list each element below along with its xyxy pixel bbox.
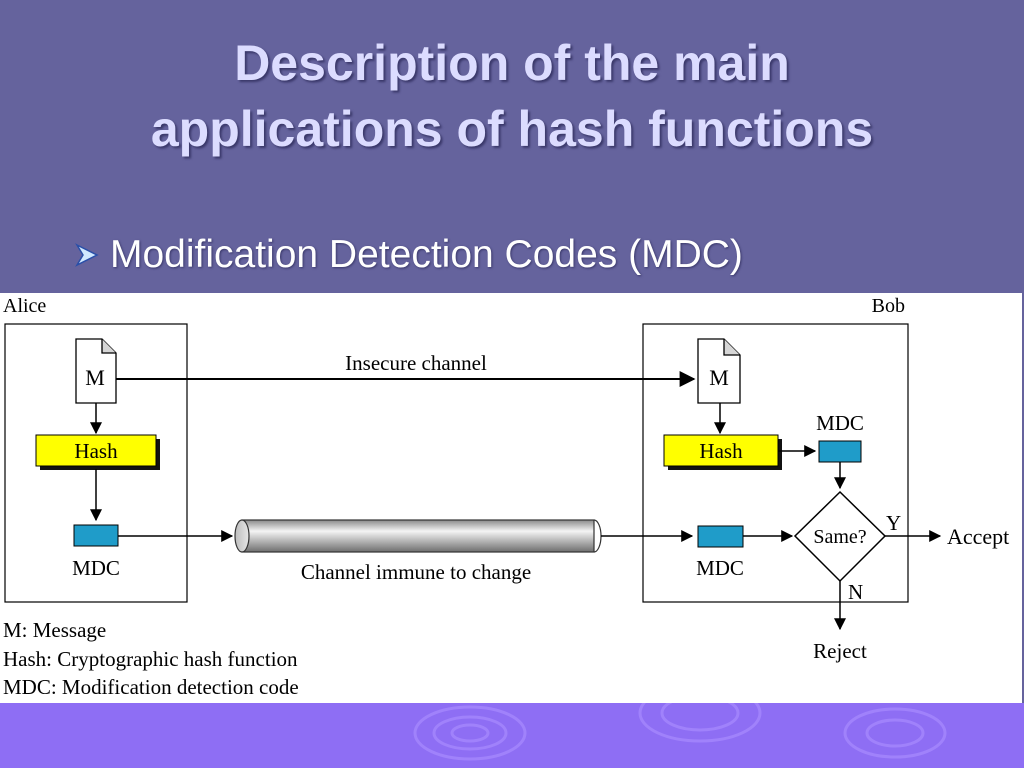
receiver-hash-label: Hash (699, 439, 743, 463)
secure-channel-pipe (234, 519, 602, 553)
receiver-mdc-box-bottom (697, 525, 744, 548)
alice-frame (4, 323, 188, 603)
title-line-1: Description of the main (234, 35, 790, 91)
diagram-canvas: Alice Bob M M Insecure channel Hash MD (3, 295, 1009, 699)
compare-label: Same? (813, 526, 866, 548)
accept-label: Accept (947, 524, 1009, 549)
bob-label: Bob (872, 295, 905, 317)
ripple-decoration (413, 703, 947, 761)
document-icon (75, 338, 117, 404)
mdc-diagram: Alice Bob M M Insecure channel Hash MD (0, 293, 1022, 703)
alice-label: Alice (3, 295, 46, 317)
sender-mdc-box (73, 524, 119, 547)
title-line-2: applications of hash functions (150, 101, 874, 157)
bob-frame (642, 323, 909, 603)
no-label: N (848, 580, 863, 604)
bullet-item: Modification Detection Codes (MDC) (74, 228, 743, 282)
sender-hash-box (35, 434, 160, 470)
yes-label: Y (886, 511, 901, 535)
receiver-mdc-bottom-label: MDC (696, 556, 744, 580)
legend-item: M: Message (3, 618, 106, 642)
legend-item: MDC: Modification detection code (3, 675, 299, 699)
decorative-bottom-band (0, 703, 1024, 768)
secure-channel-label: Channel immune to change (301, 560, 531, 584)
sender-hash-label: Hash (74, 439, 118, 463)
receiver-hash-box (663, 434, 782, 470)
legend-item: Hash: Cryptographic hash function (3, 647, 298, 671)
receiver-message: M (709, 365, 729, 390)
document-icon (697, 338, 741, 404)
sender-message: M (85, 365, 105, 390)
sender-mdc-label: MDC (72, 556, 120, 580)
slide-title: Description of the main applications of … (0, 30, 1024, 162)
receiver-mdc-box-top (818, 440, 862, 463)
receiver-mdc-top-label: MDC (816, 411, 864, 435)
arrowhead-bullet-icon (75, 243, 99, 267)
reject-label: Reject (813, 639, 867, 663)
insecure-channel-label: Insecure channel (345, 351, 487, 375)
bullet-text: Modification Detection Codes (MDC) (110, 233, 743, 276)
